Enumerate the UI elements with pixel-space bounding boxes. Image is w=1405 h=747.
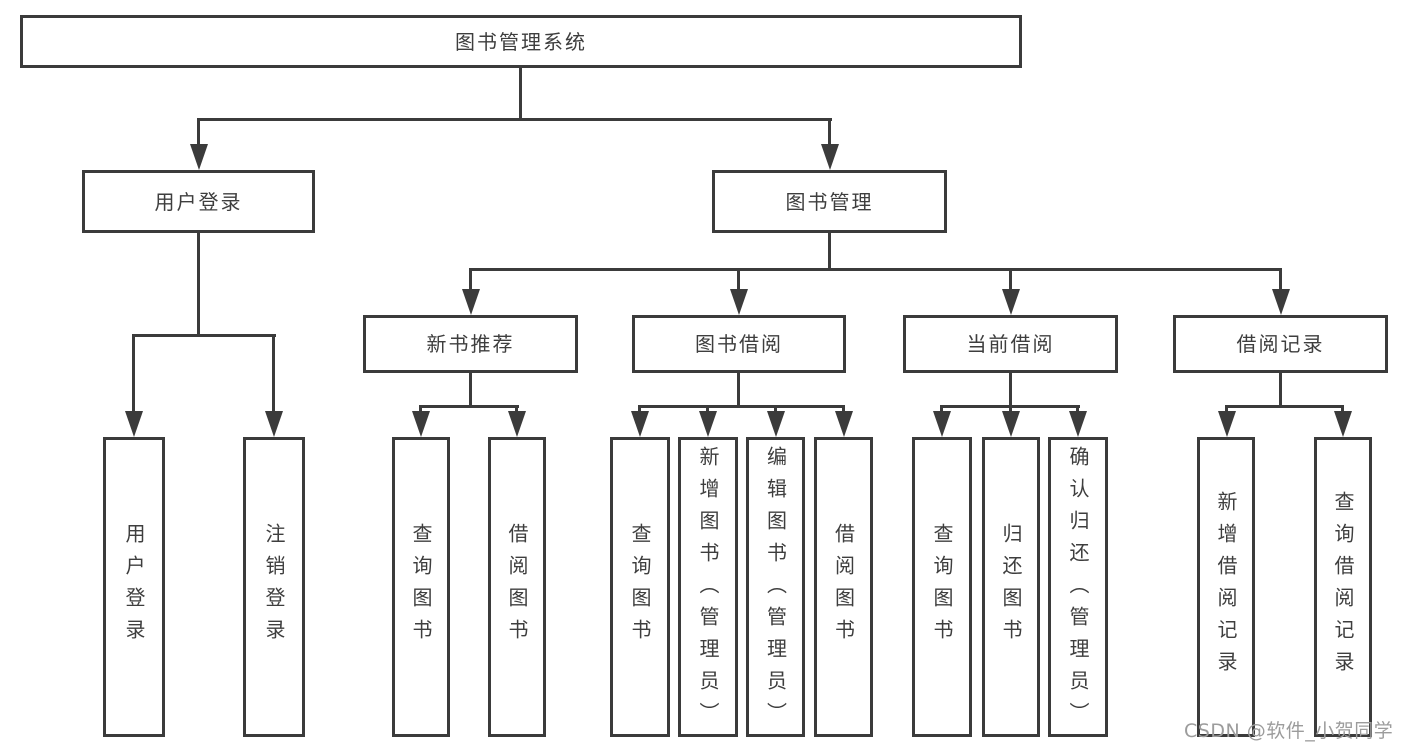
arrow-down-icon bbox=[265, 411, 283, 437]
node-leaf-logout: 注销登录 bbox=[243, 437, 305, 737]
csdn-watermark: CSDN @软件_小贺同学 bbox=[1184, 720, 1394, 742]
node-root: 图书管理系统 bbox=[20, 15, 1022, 68]
arrow-down-icon bbox=[835, 411, 853, 437]
connector-line bbox=[828, 118, 831, 148]
connector-user-login-rail bbox=[132, 334, 276, 337]
node-leaf-recommend-borrow-book: 借阅图书 bbox=[488, 437, 546, 737]
node-current-borrow: 当前借阅 bbox=[903, 315, 1118, 373]
arrow-down-icon bbox=[821, 144, 839, 170]
connector-line bbox=[197, 118, 200, 148]
node-book-management: 图书管理 bbox=[712, 170, 947, 233]
arrow-down-icon bbox=[1069, 411, 1087, 437]
connector-recommend-stem bbox=[469, 373, 472, 408]
node-leaf-confirm-return-admin: 确认归还（管理员） bbox=[1048, 437, 1108, 737]
arrow-down-icon bbox=[462, 289, 480, 315]
connector-current-stem bbox=[1009, 373, 1012, 408]
connector-borrow-rail bbox=[638, 405, 845, 408]
connector-level2-rail bbox=[197, 118, 832, 121]
connector-root-stem bbox=[519, 68, 522, 121]
arrow-down-icon bbox=[1002, 289, 1020, 315]
connector-level3-rail bbox=[469, 268, 1282, 271]
node-leaf-user-login: 用户登录 bbox=[103, 437, 165, 737]
node-leaf-current-query-book: 查询图书 bbox=[912, 437, 972, 737]
arrow-down-icon bbox=[1272, 289, 1290, 315]
connector-book-mgmt-stem bbox=[828, 233, 831, 271]
connector-line bbox=[1279, 268, 1282, 293]
arrow-down-icon bbox=[699, 411, 717, 437]
arrow-down-icon bbox=[190, 144, 208, 170]
connector-recommend-rail bbox=[419, 405, 519, 408]
node-borrow-records: 借阅记录 bbox=[1173, 315, 1388, 373]
connector-line bbox=[272, 334, 275, 415]
node-new-book-recommend: 新书推荐 bbox=[363, 315, 578, 373]
node-leaf-query-borrow-record: 查询借阅记录 bbox=[1314, 437, 1372, 737]
arrow-down-icon bbox=[1218, 411, 1236, 437]
arrow-down-icon bbox=[631, 411, 649, 437]
node-leaf-borrow-query-book: 查询图书 bbox=[610, 437, 670, 737]
node-leaf-return-book: 归还图书 bbox=[982, 437, 1040, 737]
connector-borrow-stem bbox=[737, 373, 740, 408]
arrow-down-icon bbox=[508, 411, 526, 437]
arrow-down-icon bbox=[412, 411, 430, 437]
node-book-borrow: 图书借阅 bbox=[632, 315, 846, 373]
node-leaf-add-borrow-record: 新增借阅记录 bbox=[1197, 437, 1255, 737]
node-leaf-borrow-book: 借阅图书 bbox=[814, 437, 873, 737]
arrow-down-icon bbox=[125, 411, 143, 437]
node-leaf-add-book-admin: 新增图书（管理员） bbox=[678, 437, 738, 737]
connector-records-rail bbox=[1225, 405, 1344, 408]
node-user-login: 用户登录 bbox=[82, 170, 315, 233]
arrow-down-icon bbox=[767, 411, 785, 437]
node-leaf-recommend-query-book: 查询图书 bbox=[392, 437, 450, 737]
connector-line bbox=[1009, 268, 1012, 293]
arrow-down-icon bbox=[1334, 411, 1352, 437]
arrow-down-icon bbox=[1002, 411, 1020, 437]
connector-line bbox=[469, 268, 472, 293]
connector-records-stem bbox=[1279, 373, 1282, 408]
arrow-down-icon bbox=[730, 289, 748, 315]
arrow-down-icon bbox=[933, 411, 951, 437]
connector-line bbox=[737, 268, 740, 293]
connector-user-login-stem bbox=[197, 233, 200, 337]
node-leaf-edit-book-admin: 编辑图书（管理员） bbox=[746, 437, 805, 737]
connector-line bbox=[132, 334, 135, 415]
